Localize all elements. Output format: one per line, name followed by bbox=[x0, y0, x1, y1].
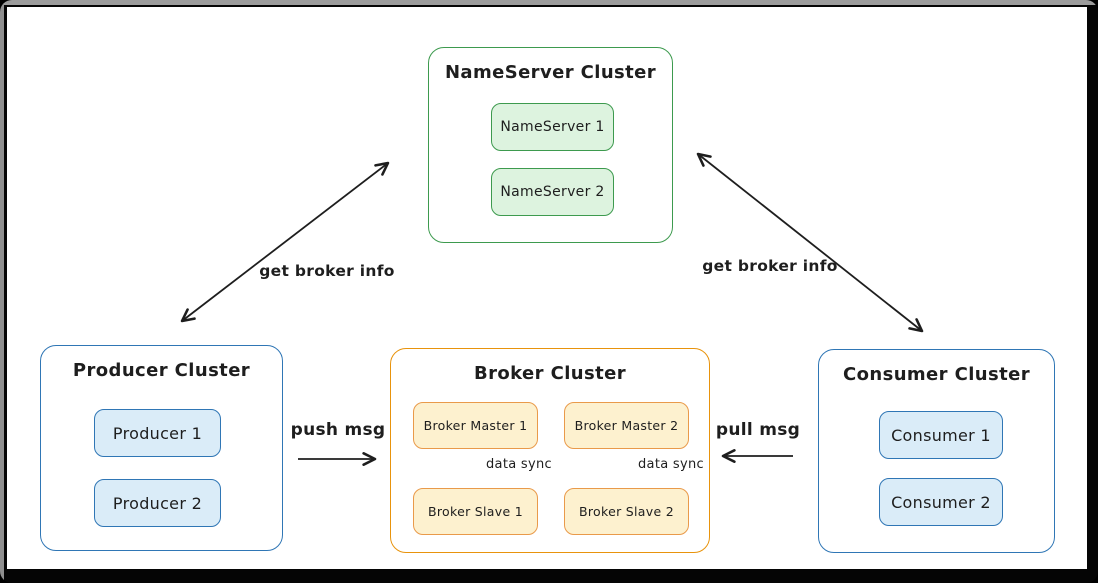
pull-msg-label: pull msg bbox=[715, 420, 801, 440]
data-sync-label-left: data sync bbox=[486, 457, 552, 472]
broker-cluster-title: Broker Cluster bbox=[474, 363, 626, 384]
arrow-producer-nameserver bbox=[180, 161, 390, 323]
consumer-cluster-box: Consumer Cluster Consumer 1 Consumer 2 bbox=[818, 349, 1055, 553]
broker-slave-1-node: Broker Slave 1 bbox=[413, 488, 538, 535]
consumer-2-node: Consumer 2 bbox=[879, 478, 1003, 526]
nameserver-cluster-box: NameServer Cluster NameServer 1 NameServ… bbox=[428, 47, 673, 243]
data-sync-label-right: data sync bbox=[638, 457, 704, 472]
nameserver-2-node: NameServer 2 bbox=[491, 168, 614, 216]
arrow-consumer-nameserver bbox=[696, 152, 924, 333]
nameserver-cluster-title: NameServer Cluster bbox=[444, 62, 657, 83]
push-msg-label: push msg bbox=[290, 420, 386, 440]
broker-master-2-node: Broker Master 2 bbox=[564, 402, 689, 449]
broker-slave-2-node: Broker Slave 2 bbox=[564, 488, 689, 535]
producer-2-node: Producer 2 bbox=[94, 479, 221, 527]
consumer-1-node: Consumer 1 bbox=[879, 411, 1003, 459]
get-broker-info-label-left: get broker info bbox=[259, 262, 395, 280]
nameserver-1-node: NameServer 1 bbox=[491, 103, 614, 151]
producer-1-node: Producer 1 bbox=[94, 409, 221, 457]
consumer-cluster-title: Consumer Cluster bbox=[842, 364, 1031, 385]
get-broker-info-label-right: get broker info bbox=[702, 257, 838, 275]
producer-cluster-box: Producer Cluster Producer 1 Producer 2 bbox=[40, 345, 283, 551]
broker-master-1-node: Broker Master 1 bbox=[413, 402, 538, 449]
broker-cluster-box: Broker Cluster Broker Master 1 Broker Ma… bbox=[390, 348, 710, 553]
producer-cluster-title: Producer Cluster bbox=[72, 360, 251, 381]
diagram-canvas: NameServer Cluster NameServer 1 NameServ… bbox=[7, 7, 1087, 569]
